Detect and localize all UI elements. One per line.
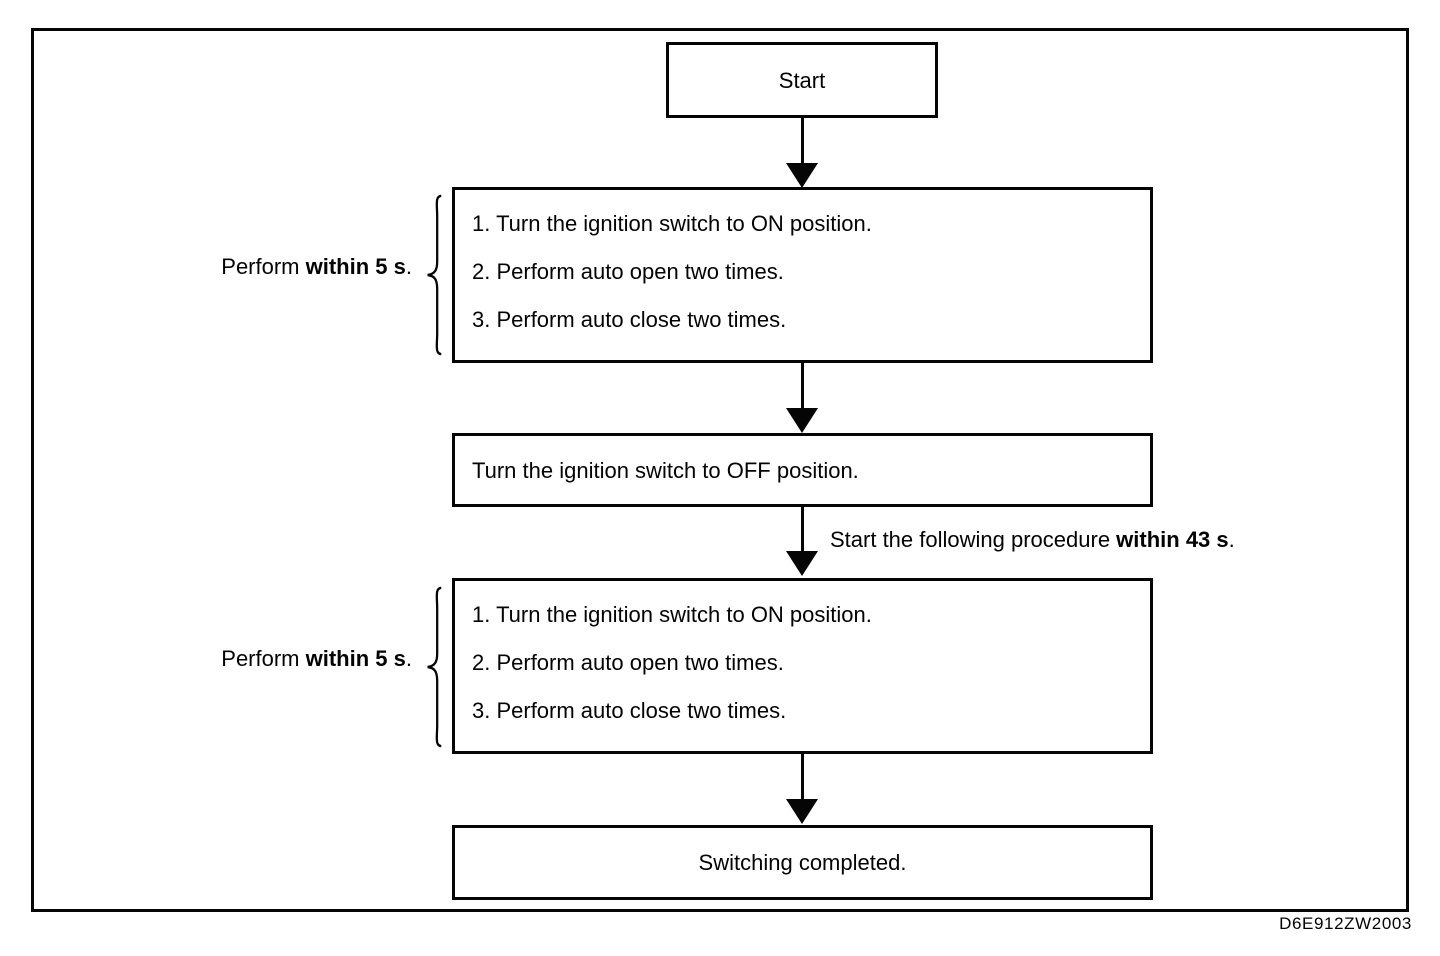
label-text: .: [405, 646, 412, 671]
arrow-line-box1-to-off: [801, 362, 804, 410]
label-bold-text: within 5 s: [305, 646, 406, 671]
arrow-line-off-to-box2: [801, 507, 804, 553]
step-item: 2. Perform auto open two times.: [472, 259, 784, 284]
diagram-border: [31, 28, 1409, 912]
arrow-head-icon: [786, 799, 818, 824]
perform-within-label-2: Perform within 5 s.: [140, 646, 412, 672]
ignition-off-box: Turn the ignition switch to OFF position…: [452, 433, 1153, 507]
step-item: 3. Perform auto close two times.: [472, 307, 787, 332]
completion-box: Switching completed.: [452, 825, 1153, 900]
label-bold-text: within 5 s: [305, 254, 406, 279]
step-item: 2. Perform auto open two times.: [472, 650, 784, 675]
arrow-head-icon: [786, 551, 818, 576]
step-item: 3. Perform auto close two times.: [472, 698, 787, 723]
arrow-head-icon: [786, 408, 818, 433]
start-label: Start: [778, 67, 826, 93]
note-text: .: [1228, 527, 1235, 552]
ignition-off-label: Turn the ignition switch to OFF position…: [472, 457, 859, 483]
brace-icon: [427, 586, 442, 748]
note-bold-text: within 43 s: [1116, 527, 1229, 552]
step-item: 1. Turn the ignition switch to ON positi…: [472, 602, 872, 627]
procedure-box-2: 1. Turn the ignition switch to ON positi…: [452, 578, 1153, 754]
label-text: Perform: [221, 646, 306, 671]
procedure-box-1: 1. Turn the ignition switch to ON positi…: [452, 187, 1153, 363]
brace-icon: [427, 194, 442, 356]
figure-code: D6E912ZW2003: [1279, 914, 1412, 933]
perform-within-label-1: Perform within 5 s.: [140, 254, 412, 280]
arrow-line-box2-to-end: [801, 754, 804, 801]
arrow-head-icon: [786, 163, 818, 188]
step-item: 1. Turn the ignition switch to ON positi…: [472, 211, 872, 236]
timing-note: Start the following procedure within 43 …: [830, 527, 1235, 553]
label-text: .: [405, 254, 412, 279]
completion-label: Switching completed.: [698, 850, 907, 875]
label-text: Perform: [221, 254, 306, 279]
arrow-line-start-to-box1: [801, 117, 804, 165]
note-text: Start the following procedure: [830, 527, 1117, 552]
start-node: Start: [666, 42, 938, 118]
